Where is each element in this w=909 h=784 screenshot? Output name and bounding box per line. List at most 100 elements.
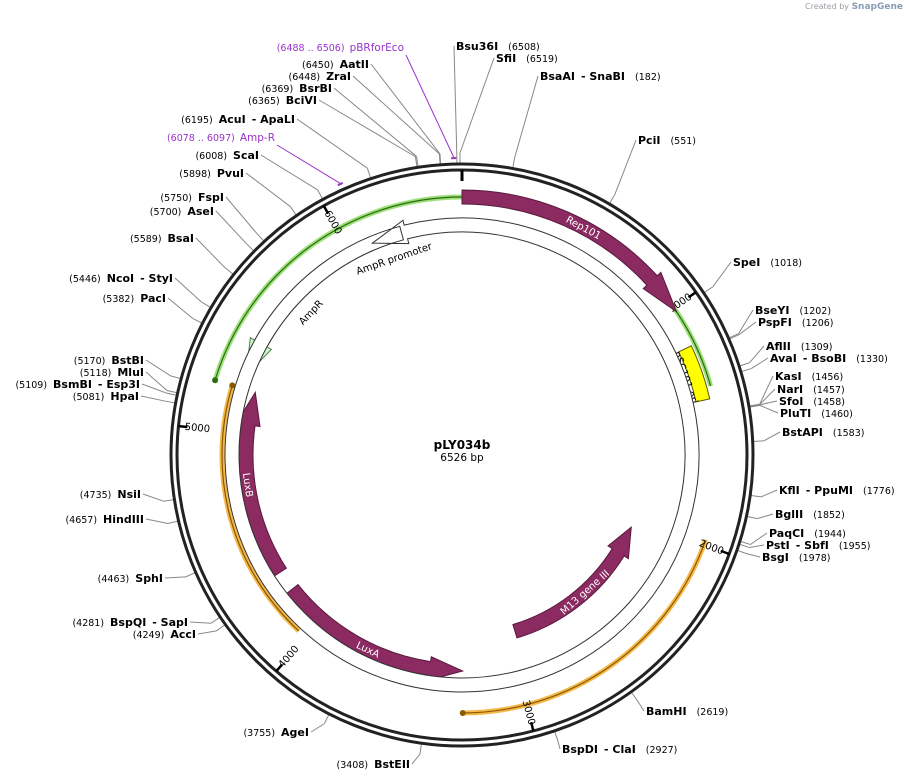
site-name: BseYI — [755, 304, 789, 317]
orange-outline-arc-2-end — [229, 382, 236, 389]
site-avai[interactable]: AvaI- BsoBI(1330) — [770, 352, 888, 365]
site-name: KflI — [779, 484, 800, 497]
site-bsu36i[interactable]: Bsu36I(6508) — [456, 40, 540, 53]
site-name: HindIII — [103, 513, 144, 526]
site-leader — [145, 371, 168, 391]
site-position: (1202) — [799, 306, 831, 317]
site-bsmbi[interactable]: (5109)BsmBI- Esp3I — [15, 378, 140, 391]
site-bstbi[interactable]: (5170) BstBI — [74, 354, 144, 367]
site-bstapi[interactable]: BstAPI(1583) — [782, 426, 864, 439]
site-leader — [145, 518, 168, 524]
site-leader — [750, 532, 768, 545]
site-kfli[interactable]: KflI - PpuMI (1776) — [779, 484, 895, 497]
site-name-extra: - PpuMI — [806, 484, 853, 497]
site-bspqi[interactable]: (4281)BspQI- SapI — [72, 616, 188, 629]
site-bglii[interactable]: BglII(1852) — [775, 508, 845, 521]
site-position: (1457) — [813, 385, 845, 396]
primers: (6488 .. 6506)pBRforEco(6078 .. 6097)Amp… — [167, 42, 457, 187]
orange-outline-arc-2-core — [221, 385, 300, 632]
site-scai[interactable]: (6008)ScaI — [195, 149, 259, 162]
site-zrai[interactable]: (6448)ZraI — [288, 70, 351, 83]
site-name: BsaAI — [540, 70, 575, 83]
site-hindiii[interactable]: (4657)HindIII — [65, 513, 144, 526]
site-pspfi[interactable]: PspFI(1206) — [758, 316, 834, 329]
site-nari[interactable]: NarI(1457) — [777, 383, 845, 396]
site-bsai[interactable]: (5589)BsaI — [130, 232, 194, 245]
site-aflii[interactable]: AflII(1309) — [766, 340, 832, 353]
feature-label-ampr: AmpR — [297, 298, 326, 327]
site-name: FspI — [198, 191, 224, 204]
snapgene-logo: SnapGene — [851, 2, 903, 12]
site-name: NsiI — [117, 488, 141, 501]
site-position: (6448) — [288, 72, 320, 83]
site-bsteii[interactable]: (3408)BstEII — [337, 758, 410, 771]
site-name: AgeI — [281, 726, 309, 739]
site-position: (5081) — [73, 392, 105, 403]
feature-m13-gene-iii[interactable] — [512, 526, 632, 639]
site-bsrbi[interactable]: (6369)BsrBI — [262, 82, 332, 95]
site-agei[interactable]: (3755)AgeI — [243, 726, 309, 739]
site-bcivi[interactable]: (6365)BciVI — [248, 94, 317, 107]
site-name-extra: - Esp3I — [98, 378, 140, 391]
site-aatii[interactable]: (6450)AatII — [302, 58, 369, 71]
primer-leader — [405, 54, 455, 158]
site-bsgi[interactable]: BsgI(1978) — [762, 551, 831, 564]
feature-rep101[interactable] — [461, 189, 678, 314]
site-bseyi[interactable]: BseYI (1202) — [755, 304, 831, 317]
site-position: (1776) — [863, 486, 895, 497]
site-paqci[interactable]: PaqCI(1944) — [769, 527, 846, 540]
site-psti[interactable]: PstI- SbfI(1955) — [766, 539, 870, 552]
site-ncoi[interactable]: (5446)NcoI- StyI — [69, 272, 173, 285]
site-position: (1583) — [833, 428, 865, 439]
site-position: (6008) — [195, 151, 227, 162]
site-paci[interactable]: (5382)PacI — [103, 292, 166, 305]
site-leader — [174, 277, 202, 303]
site-acci[interactable]: (4249)AccI — [133, 628, 196, 641]
tick-label: 6000 — [322, 209, 344, 237]
site-leader — [225, 196, 258, 234]
orange-outline-arc-core — [462, 539, 707, 714]
site-position: (1955) — [839, 541, 871, 552]
site-name: MluI — [117, 366, 144, 379]
site-leader — [459, 57, 495, 154]
site-pluti[interactable]: PluTI(1460) — [780, 407, 853, 420]
site-name: BstBI — [111, 354, 144, 367]
site-pcii[interactable]: PciI(551) — [638, 134, 696, 147]
site-bspdi[interactable]: BspDI- ClaI(2927) — [562, 743, 677, 756]
site-name: BamHI — [646, 705, 687, 718]
site-leader — [215, 210, 247, 244]
site-acui[interactable]: (6195)AcuI- ApaLI — [181, 113, 295, 126]
site-position: (5170) — [74, 356, 106, 367]
site-sfii[interactable]: SfiI(6519) — [496, 52, 558, 65]
site-name: BsmBI — [53, 378, 92, 391]
site-leader — [759, 400, 778, 406]
site-fspi[interactable]: (5750) FspI — [160, 191, 224, 204]
green-outline-arc-end — [212, 377, 219, 384]
site-position: (5750) — [160, 193, 192, 204]
feature-ampr-promoter[interactable] — [224, 217, 700, 693]
site-name: BciVI — [286, 94, 317, 107]
backbone-outer — [169, 162, 755, 748]
site-position: (6450) — [302, 60, 334, 71]
site-sfoi[interactable]: SfoI(1458) — [779, 395, 845, 408]
site-position: (5589) — [130, 234, 162, 245]
site-asei[interactable]: (5700)AseI — [150, 205, 214, 218]
site-hpai[interactable]: (5081)HpaI — [73, 390, 139, 403]
site-pvui[interactable]: (5898)PvuI — [179, 167, 244, 180]
site-name: BspQI — [110, 616, 146, 629]
tick-mark — [687, 291, 697, 299]
site-nsii[interactable]: (4735)NsiI — [80, 488, 141, 501]
site-position: (5382) — [103, 294, 135, 305]
site-name: PspFI — [758, 316, 792, 329]
site-bamhi[interactable]: BamHI(2619) — [646, 705, 728, 718]
site-leader — [333, 87, 417, 157]
credit-text: Created by SnapGene — [805, 2, 903, 12]
site-spei[interactable]: SpeI(1018) — [733, 256, 802, 269]
primer-mark-amp-r — [337, 182, 344, 187]
site-kasi[interactable]: KasI(1456) — [775, 370, 843, 383]
feature-psc101-ori[interactable] — [678, 345, 711, 403]
site-bsaai[interactable]: BsaAI- SnaBI(182) — [540, 70, 661, 83]
site-sphi[interactable]: (4463)SphI — [98, 572, 163, 585]
site-mlui[interactable]: (5118)MluI — [80, 366, 144, 379]
site-position: (2927) — [646, 745, 678, 756]
